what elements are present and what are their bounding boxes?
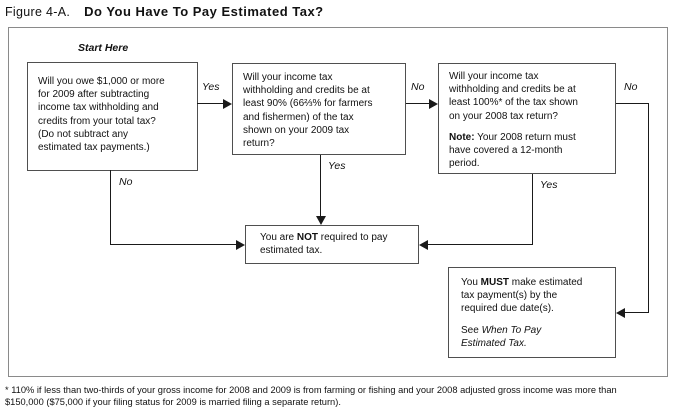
note-text: Your 2008 return must have covered a 12-… [449, 131, 576, 170]
start-here-label: Start Here [78, 42, 129, 54]
connector-no1-vline [110, 170, 111, 245]
arrowhead-no1-icon [236, 240, 245, 250]
connector-no3-hline-bottom [625, 312, 649, 313]
not-required-box: You are NOT required to pay estimated ta… [245, 225, 419, 264]
arrowhead-no2-icon [429, 99, 438, 109]
arrowhead-no3-icon [616, 308, 625, 318]
see-pre: See [461, 324, 482, 336]
question-box-90-percent-text: Will your income tax withholding and cre… [243, 72, 373, 150]
question-box-90-percent: Will your income tax withholding and cre… [232, 63, 406, 155]
question-box-100-percent-note: Note: Your 2008 return must have covered… [449, 131, 609, 171]
figure-header: Figure 4-A. Do You Have To Pay Estimated … [5, 4, 324, 19]
arrowhead-yes1-icon [223, 99, 232, 109]
not-required-text: You are NOT required to pay estimated ta… [260, 231, 412, 257]
see-reference: When To Pay Estimated Tax. [461, 324, 542, 349]
no-label-3: No [624, 81, 638, 93]
connector-no3-vline [648, 103, 649, 313]
yes-label-3: Yes [540, 179, 558, 191]
connector-yes3-hline [428, 244, 533, 245]
question-box-owe-1000-text: Will you owe $1,000 or more for 2009 aft… [38, 76, 165, 154]
not-pre: You are [260, 232, 297, 243]
must-post: make estimated tax payment(s) by the req… [461, 277, 583, 315]
question-box-100-percent-text: Will your income tax withholding and cre… [449, 71, 578, 122]
arrowhead-yes3-icon [419, 240, 428, 250]
connector-no1-hline [110, 244, 237, 245]
must-bold: MUST [480, 277, 509, 288]
must-pay-text: You MUST make estimated tax payment(s) b… [461, 276, 609, 316]
must-pay-see-text: See When To Pay Estimated Tax. [461, 324, 609, 350]
connector-no2-line [406, 103, 430, 104]
no-label-2: No [411, 81, 425, 93]
figure-title: Do You Have To Pay Estimated Tax? [84, 4, 324, 19]
figure-label: Figure 4-A. [5, 5, 71, 19]
yes-label-1: Yes [202, 81, 220, 93]
arrowhead-yes2-icon [316, 216, 326, 225]
must-pay-box: You MUST make estimated tax payment(s) b… [448, 267, 616, 358]
connector-yes1-line [197, 103, 224, 104]
connector-no3-hline-top [616, 103, 649, 104]
not-post: required to pay estimated tax. [260, 232, 388, 257]
not-bold: NOT [296, 232, 318, 243]
must-pre: You [461, 277, 481, 288]
question-box-100-percent: Will your income tax withholding and cre… [438, 63, 616, 174]
no-label-1: No [119, 176, 133, 188]
yes-label-2: Yes [328, 160, 346, 172]
connector-yes3-vline [532, 174, 533, 245]
footnote: * 110% if less than two-thirds of your g… [5, 385, 617, 407]
note-label: Note: [449, 131, 475, 143]
connector-yes2-vline [320, 155, 321, 217]
question-box-owe-1000: Will you owe $1,000 or more for 2009 aft… [27, 62, 198, 171]
